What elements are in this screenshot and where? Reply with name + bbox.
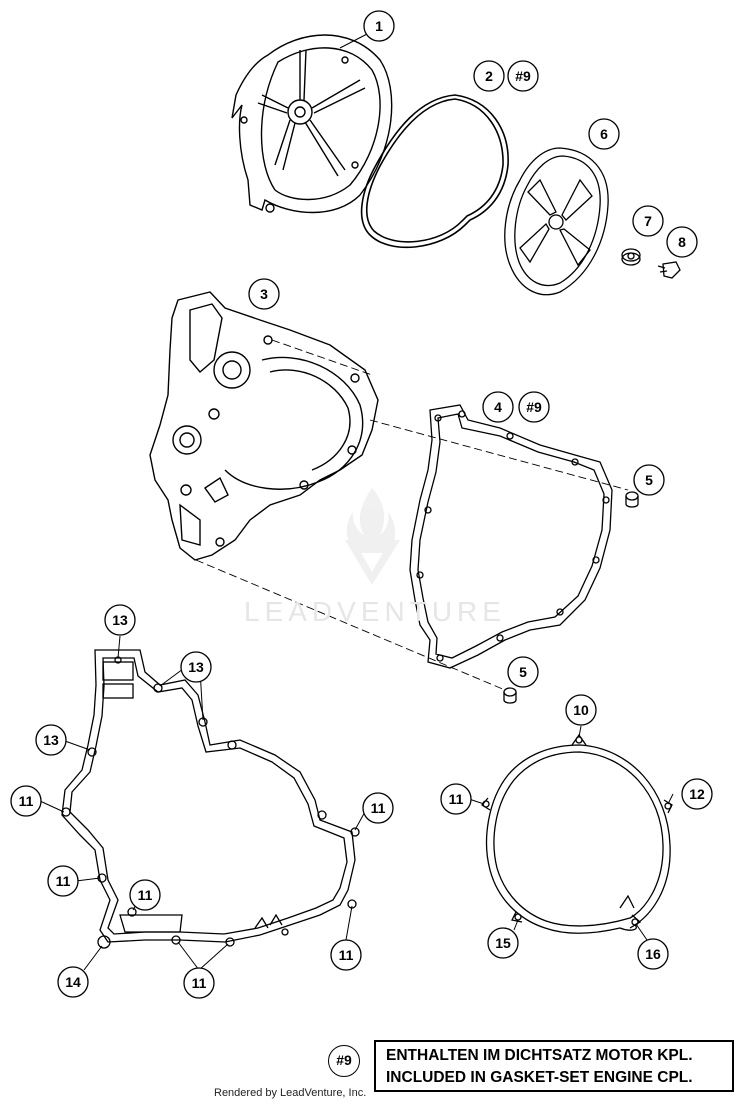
dowel-5b [503, 687, 517, 704]
callout-7: 7 [632, 205, 664, 237]
dowel-5a [625, 491, 639, 508]
svg-text:13: 13 [43, 732, 59, 748]
callout-11f: 11 [183, 967, 215, 999]
callout-11d: 11 [129, 879, 161, 911]
callout-11e: 11 [330, 939, 362, 971]
watermark-text: LEADVENTURE [244, 596, 506, 627]
legend-line-2: INCLUDED IN GASKET-SET ENGINE CPL. [386, 1069, 693, 1086]
svg-text:13: 13 [112, 612, 128, 628]
legend-ref-circle: #9 [328, 1045, 360, 1077]
callout-leaders [39, 32, 674, 971]
callout-13c: 13 [35, 724, 67, 756]
svg-text:11: 11 [339, 947, 354, 963]
svg-text:14: 14 [65, 974, 81, 990]
svg-text:1: 1 [375, 18, 383, 34]
callout-4-ref: #9 [518, 391, 550, 423]
alignment-lines [195, 339, 629, 691]
svg-text:8: 8 [678, 234, 686, 250]
callout-12: 12 [681, 778, 713, 810]
bushing-7 [621, 248, 641, 266]
svg-text:12: 12 [689, 786, 705, 802]
svg-text:11: 11 [371, 800, 386, 816]
svg-text:3: 3 [260, 286, 268, 302]
callout-2: 2 [473, 60, 505, 92]
svg-text:5: 5 [519, 664, 527, 680]
svg-text:11: 11 [138, 887, 153, 903]
svg-text:15: 15 [495, 935, 511, 951]
callout-4: 4 [482, 391, 514, 423]
svg-text:11: 11 [56, 873, 71, 889]
svg-text:16: 16 [645, 946, 661, 962]
svg-text:13: 13 [188, 659, 204, 675]
callout-16: 16 [637, 938, 669, 970]
svg-text:5: 5 [645, 472, 653, 488]
svg-text:11: 11 [19, 793, 34, 809]
legend-line-1: ENTHALTEN IM DICHTSATZ MOTOR KPL. [386, 1047, 693, 1064]
svg-text:6: 6 [600, 126, 608, 142]
callout-6: 6 [588, 118, 620, 150]
callout-2-ref: #9 [507, 60, 539, 92]
callout-11c: 11 [47, 865, 79, 897]
watermark-logo [345, 488, 400, 585]
svg-text:7: 7 [644, 213, 652, 229]
large-gasket [61, 649, 360, 949]
gasket-4 [409, 404, 613, 669]
rendered-by-footer: Rendered by LeadVenture, Inc. [214, 1087, 367, 1099]
callout-5b: 5 [507, 656, 539, 688]
callout-8: 8 [666, 226, 698, 258]
callout-15: 15 [487, 927, 519, 959]
screw-8 [657, 261, 681, 279]
protection-plate-6 [504, 147, 609, 296]
outer-clutch-cover [231, 34, 393, 214]
svg-text:11: 11 [192, 975, 207, 991]
callout-13b: 13 [180, 651, 212, 683]
svg-text:2: 2 [485, 68, 493, 84]
round-gasket [481, 733, 673, 934]
callout-10: 10 [565, 694, 597, 726]
callout-11b: 11 [362, 792, 394, 824]
clutch-cover-3 [149, 291, 379, 561]
callout-5a: 5 [633, 464, 665, 496]
callout-14: 14 [57, 966, 89, 998]
svg-text:4: 4 [494, 399, 502, 415]
svg-text:10: 10 [573, 702, 589, 718]
legend-box: ENTHALTEN IM DICHTSATZ MOTOR KPL. INCLUD… [374, 1040, 734, 1092]
callout-11a: 11 [10, 785, 42, 817]
svg-text:11: 11 [449, 791, 464, 807]
callout-3: 3 [248, 278, 280, 310]
svg-text:#9: #9 [515, 68, 531, 84]
o-ring-2 [360, 94, 509, 249]
callout-1: 1 [363, 10, 395, 42]
callout-11g: 11 [440, 783, 472, 815]
callout-13a: 13 [104, 604, 136, 636]
svg-text:#9: #9 [526, 399, 542, 415]
